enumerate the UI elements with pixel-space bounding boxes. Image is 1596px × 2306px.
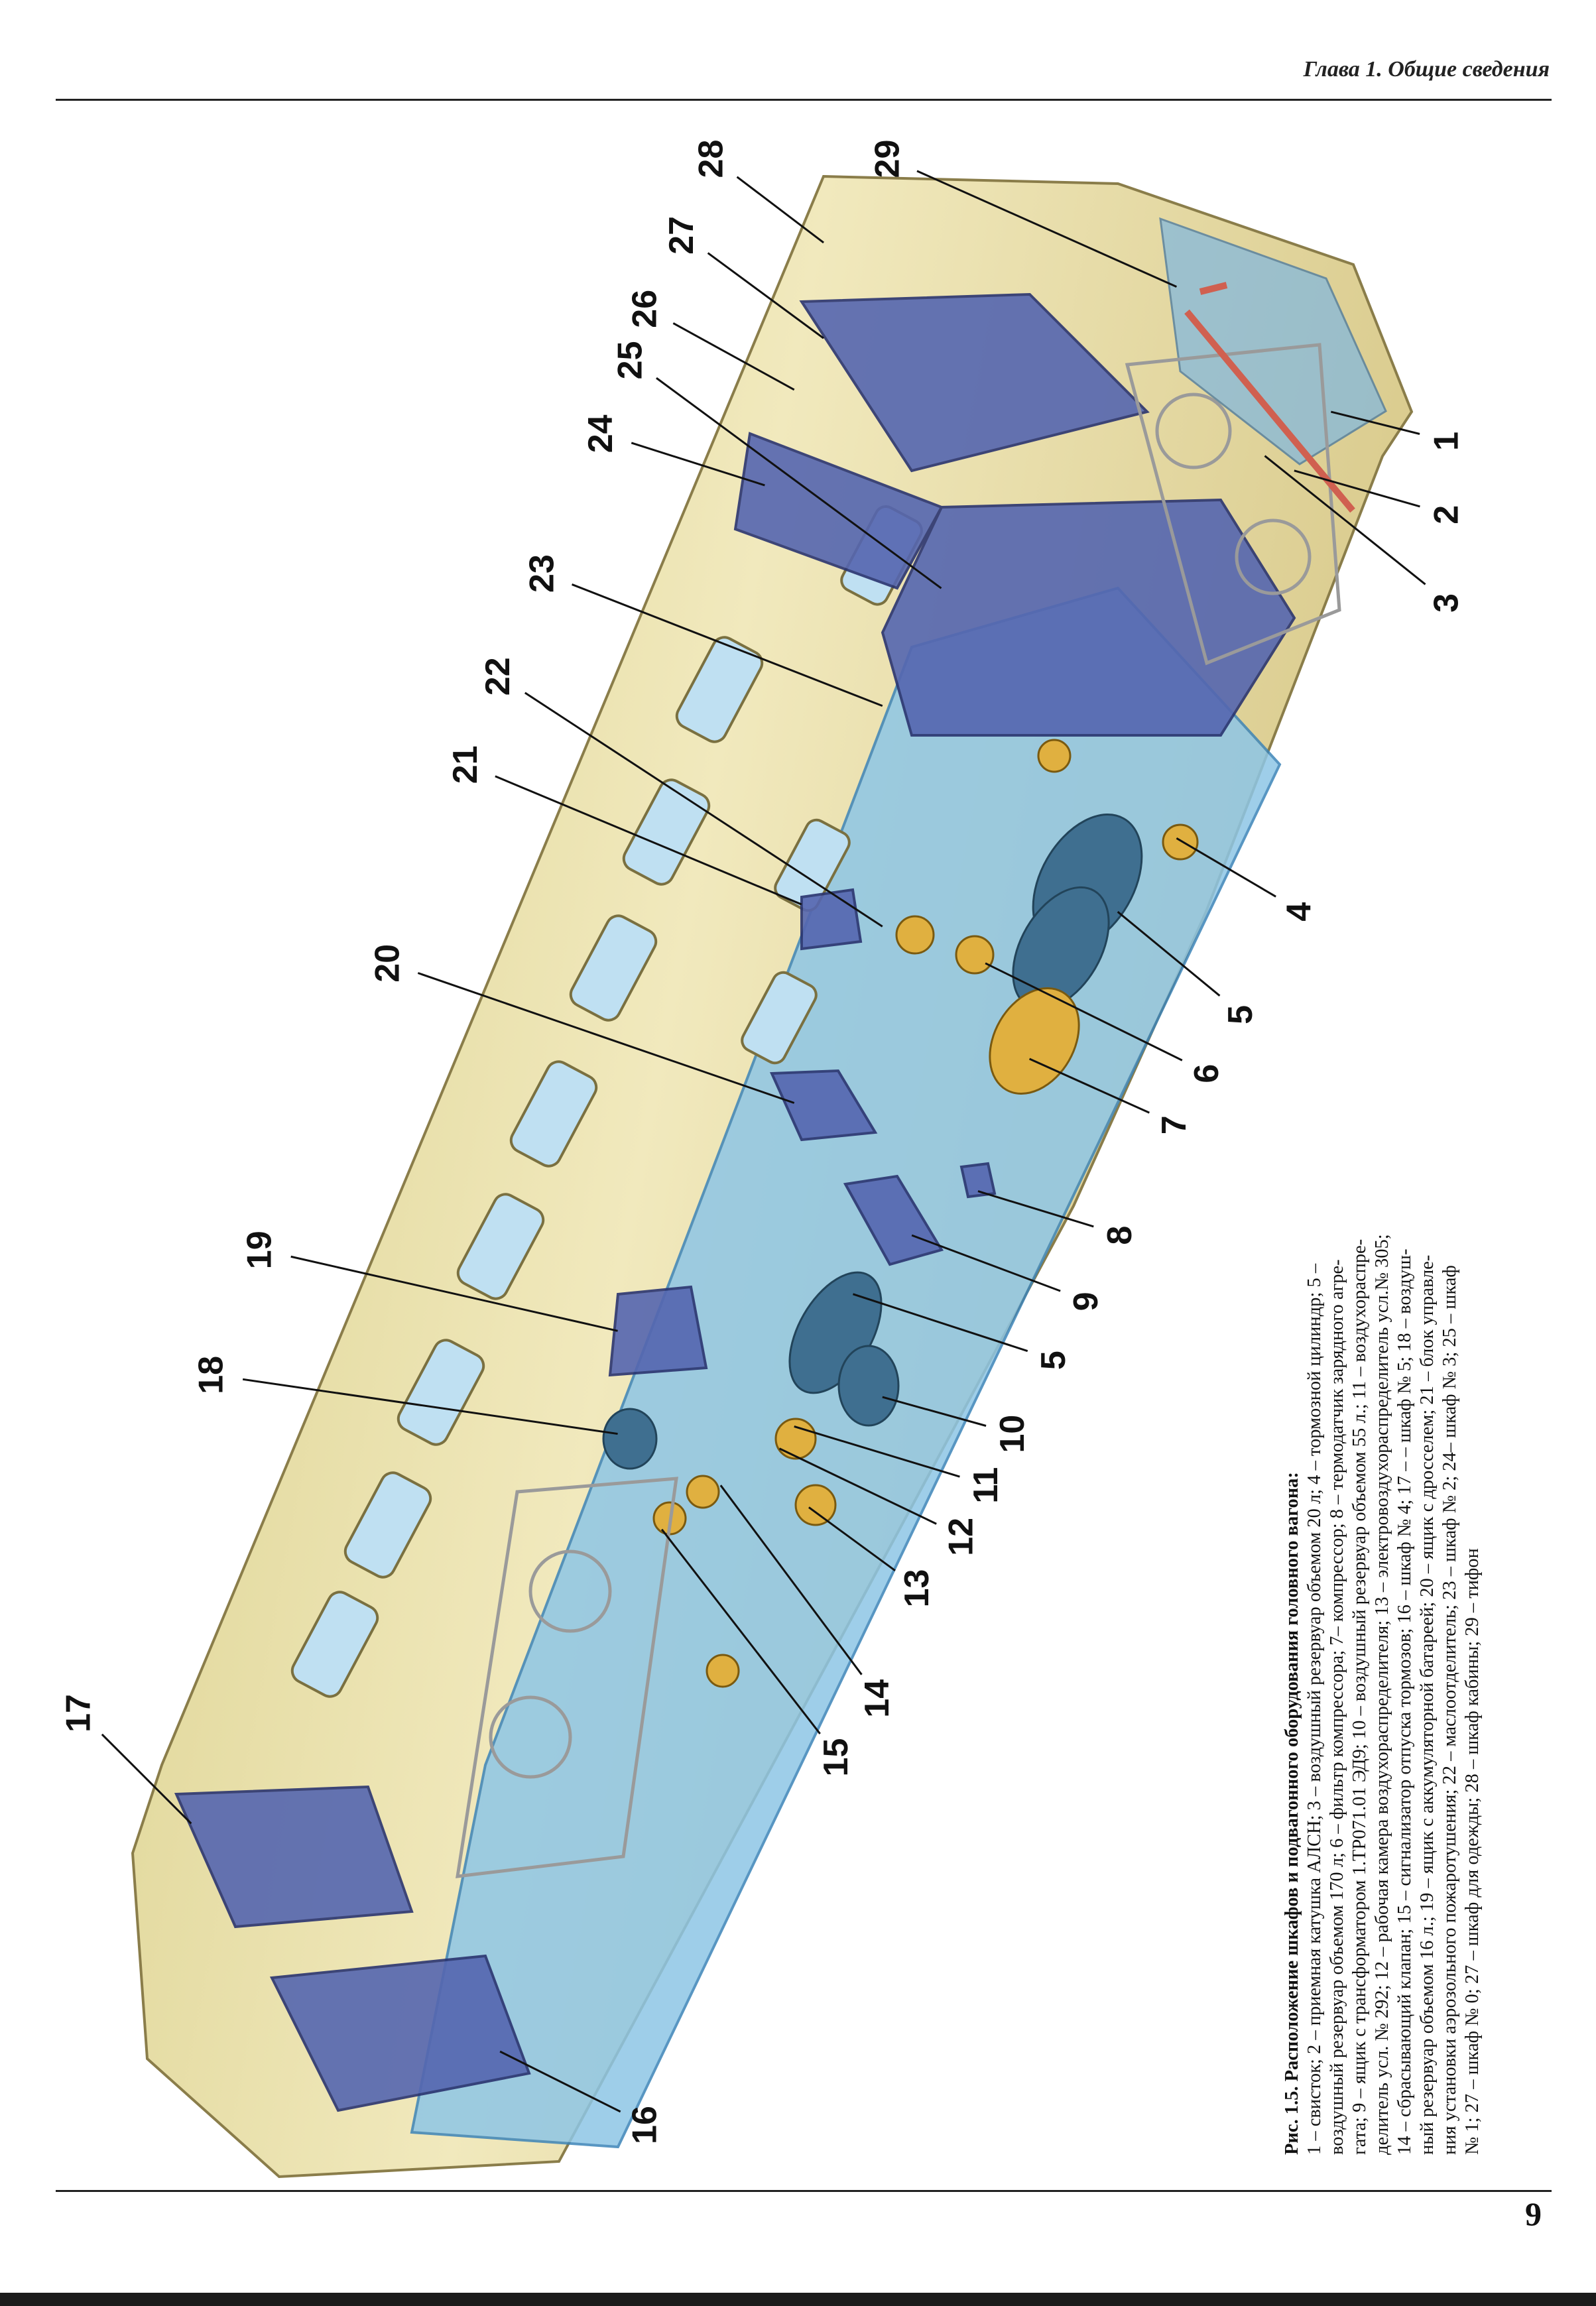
leader-line [1117, 911, 1221, 997]
reservoirs [602, 814, 1143, 1470]
leader-line [499, 2050, 621, 2113]
callout-label: 6 [1188, 1064, 1226, 1083]
header-rule [56, 99, 1552, 101]
callout-label: 7 [1155, 1115, 1194, 1134]
cabinet-28 [799, 292, 1150, 473]
cabinet-17 [174, 1785, 414, 1929]
callout-label: 27 [662, 216, 701, 255]
figure-caption: Рис. 1.5. Расположение шкафов и подвагон… [1281, 1147, 1487, 2155]
callout-label: 10 [993, 1415, 1032, 1453]
leader-line [852, 1293, 1028, 1353]
leader-line [290, 1255, 618, 1332]
callout-label: 17 [60, 1694, 98, 1732]
callout-label: 8 [1101, 1226, 1139, 1245]
callout-label: 23 [522, 554, 561, 593]
callout-label: 22 [479, 657, 517, 696]
leader-line [1264, 455, 1426, 585]
leader-line [242, 1378, 618, 1435]
leader-line [656, 377, 942, 589]
cabinet-23 [881, 498, 1296, 737]
callout-label: 24 [582, 414, 620, 453]
callout-label: 4 [1280, 902, 1319, 922]
leader-line [808, 1506, 896, 1572]
leader-line [911, 1234, 1061, 1292]
callout-label: 18 [192, 1356, 230, 1394]
page-number: 9 [1525, 2195, 1542, 2232]
callout-label: 2 [1427, 505, 1465, 524]
leader-line [1330, 410, 1420, 435]
leader-line [719, 1485, 863, 1675]
leader-line [707, 252, 824, 339]
caption-line: воздушный резервуар объемом 170 л; 6 – ф… [1327, 1259, 1347, 2155]
caption-title: Рис. 1.5. Расположение шкафов и подвагон… [1282, 1472, 1302, 2155]
caption-line: 14 – сбрасывающий клапан; 15 – сигнализа… [1394, 1248, 1415, 2155]
caption-line: ния установки аэрозольного пожаротушения… [1440, 1265, 1460, 2155]
leader-line [977, 1190, 1094, 1228]
callout-label: 5 [1221, 1005, 1260, 1024]
battery-box-19 [608, 1285, 708, 1377]
leader-line [631, 442, 765, 487]
callout-label: 3 [1427, 593, 1465, 613]
cabinets [174, 292, 1296, 2112]
caption-line: № 1; 27 – шкаф № 0; 27 – шкаф для одежды… [1462, 1548, 1483, 2155]
leader-line [916, 170, 1178, 288]
leader-line [794, 1426, 960, 1478]
caption-line: 1 – свисток; 2 – приемная катушка АЛСН; … [1304, 1263, 1325, 2155]
transformer-box-9 [843, 1174, 944, 1266]
leader-line [101, 1733, 192, 1825]
leader-line [417, 972, 795, 1104]
cab-front [1159, 217, 1387, 465]
callout-label: 5 [1034, 1351, 1073, 1370]
leader-line [672, 322, 795, 391]
leader-line [778, 1447, 937, 1525]
callout-label: 13 [898, 1569, 936, 1608]
leader-line [736, 176, 824, 244]
callout-label: 21 [446, 745, 485, 784]
equipment [652, 739, 1199, 1688]
leader-line [660, 1528, 821, 1734]
footer-rule [56, 2190, 1552, 2192]
caption-line: ный резервуар объемом 16 л.; 19 – ящик с… [1417, 1254, 1438, 2155]
leader-line [1028, 1058, 1150, 1114]
leader-line [1294, 469, 1420, 508]
callout-label: 19 [241, 1231, 279, 1269]
sensor-8 [959, 1162, 997, 1199]
cabinet-16 [269, 1954, 531, 2112]
callout-label: 9 [1067, 1292, 1105, 1311]
callout-label: 15 [817, 1738, 855, 1777]
caption-line: гата; 9 – ящик с трансформатором 1.ТР071… [1349, 1239, 1370, 2155]
leader-line [572, 583, 883, 707]
callout-label: 1 [1427, 432, 1465, 451]
leader-line [495, 775, 802, 906]
callout-label: 12 [942, 1518, 981, 1556]
callout-label: 28 [692, 140, 730, 178]
choke-box-20 [769, 1069, 878, 1142]
leader-line [985, 962, 1183, 1062]
callout-label: 11 [967, 1467, 1005, 1504]
caption-line: делитель усл. № 292; 12 – рабочая камера… [1372, 1234, 1392, 2155]
callout-label: 25 [611, 341, 649, 379]
windows [290, 505, 923, 1698]
callout-label: 20 [369, 944, 407, 983]
control-block-21 [800, 888, 863, 951]
callout-label: 29 [869, 140, 907, 178]
bogies [456, 343, 1341, 1878]
callout-label: 14 [858, 1679, 896, 1718]
leader-line [1176, 837, 1276, 898]
scan-edge [0, 2293, 1596, 2306]
leader-line [524, 692, 883, 928]
callout-label: 26 [626, 290, 664, 328]
callout-label: 16 [626, 2106, 664, 2144]
whistle-pipes [1184, 282, 1355, 513]
leader-line [882, 1396, 987, 1427]
chapter-header: Глава 1. Общие сведения [1303, 57, 1550, 82]
